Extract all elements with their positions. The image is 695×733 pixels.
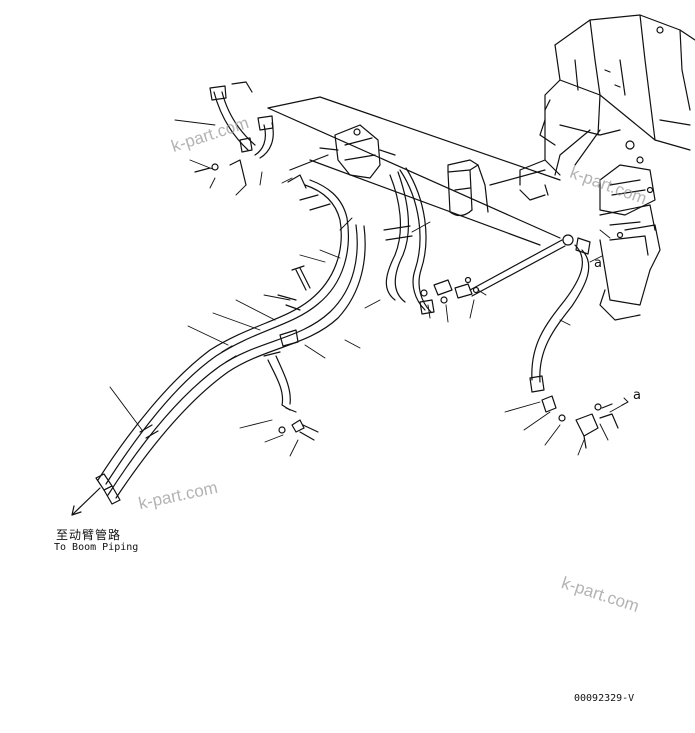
bent-pipe — [263, 351, 319, 441]
reference-letter: a — [594, 256, 602, 271]
fittings-middle — [420, 276, 480, 304]
bolts-center — [277, 265, 311, 311]
upper-hoses — [194, 81, 274, 186]
middle-hoses — [383, 167, 435, 315]
drawing-number: 00092329-V — [574, 693, 635, 704]
leader-lines — [109, 119, 629, 457]
direction-arrow — [71, 487, 101, 516]
reference-letter: a — [633, 388, 641, 403]
destination-label-cn: 至动臂管路 — [56, 528, 122, 542]
filter-canister — [447, 159, 489, 217]
destination-label-en: To Boom Piping — [54, 542, 139, 553]
boom-hoses — [95, 174, 366, 505]
machine-frame — [519, 14, 695, 321]
right-hose — [529, 237, 591, 393]
valve-block — [319, 124, 396, 179]
mounting-rail — [267, 96, 561, 246]
straight-tube — [469, 234, 574, 297]
fittings-lower-right — [541, 395, 619, 449]
